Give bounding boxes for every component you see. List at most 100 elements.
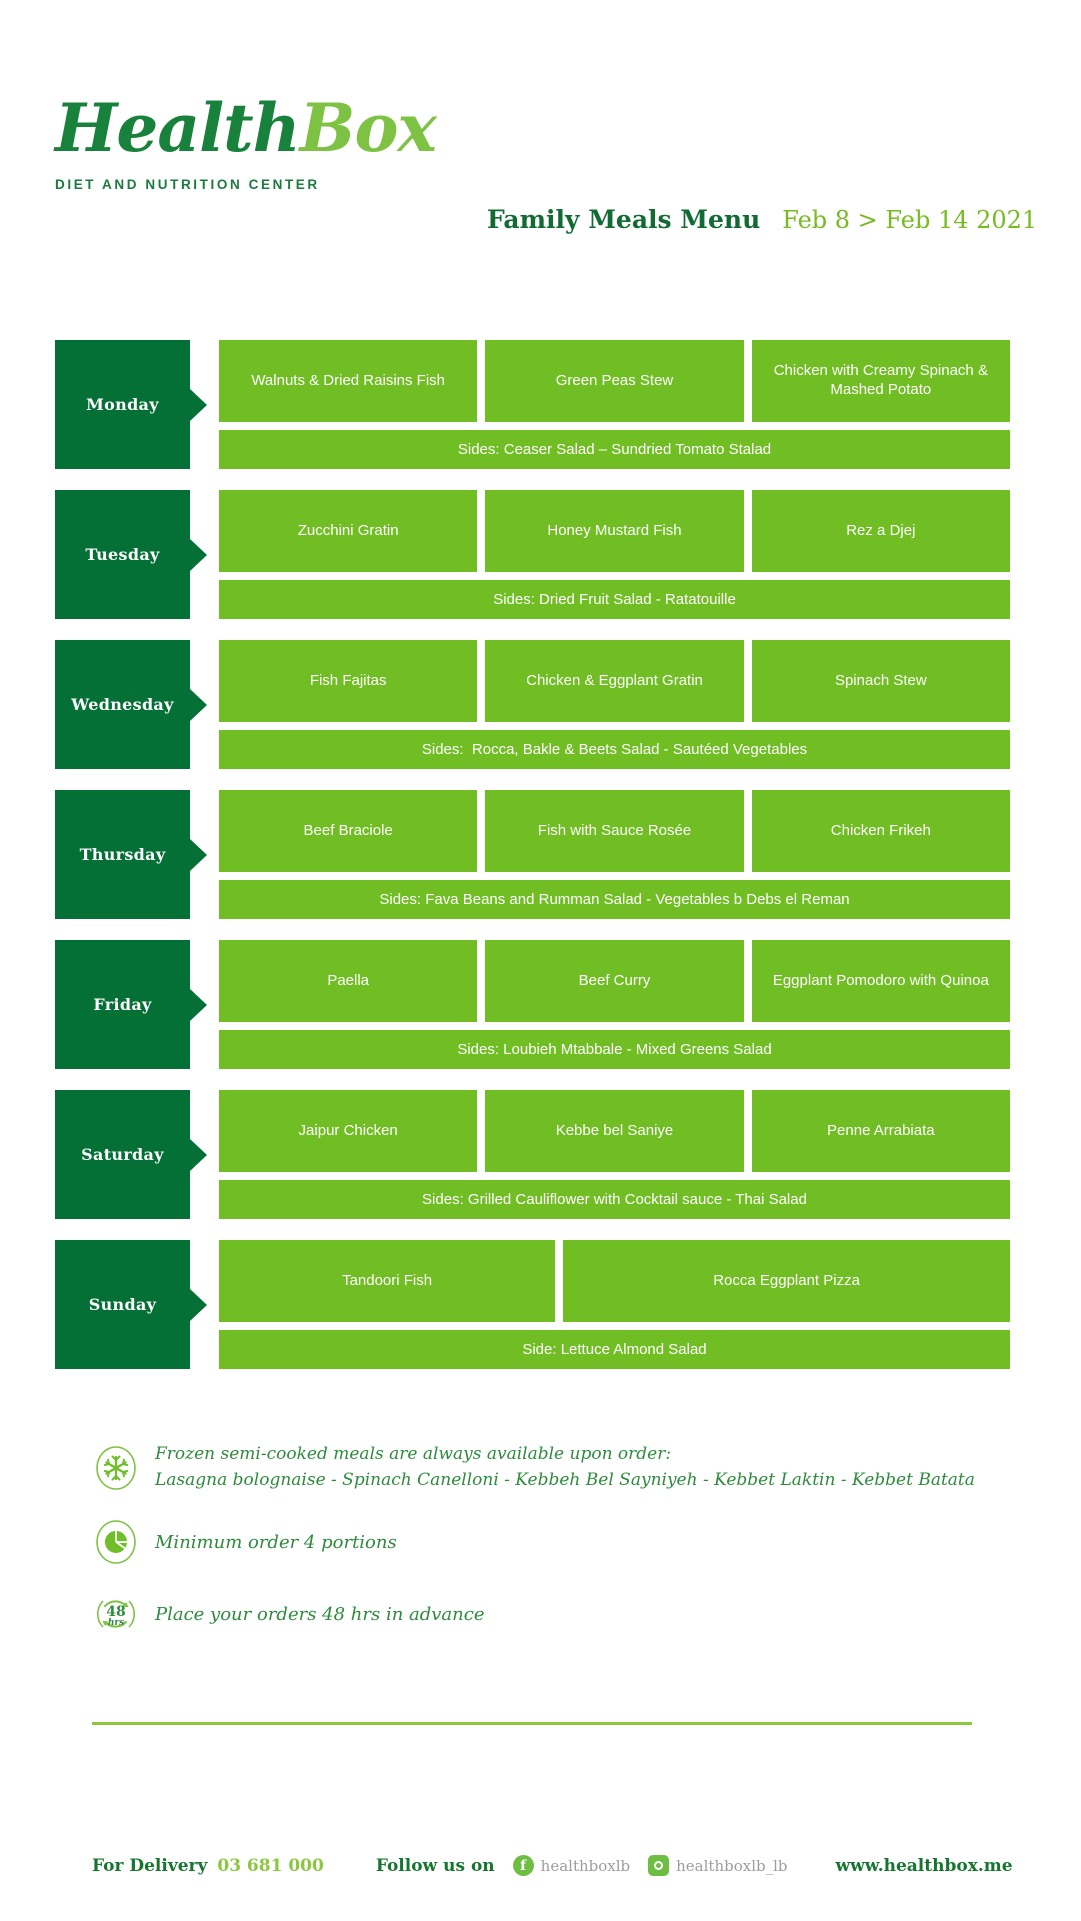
meal-card-list: Tandoori Fish Rocca Eggplant Pizza [219,1240,1010,1322]
facebook-link[interactable]: f healthboxlb [512,1855,631,1876]
day-label: Friday [93,995,152,1014]
meal-card[interactable]: Beef Braciole [219,790,478,872]
instagram-handle: healthboxlb_lb [676,1856,788,1875]
page-footer: For Delivery 03 681 000 Follow us on f h… [0,1855,1081,1876]
facebook-icon: f [512,1855,534,1876]
sides-bar[interactable]: Sides: Loubieh Mtabbale - Mixed Greens S… [219,1030,1010,1069]
sides-bar[interactable]: Sides: Ceaser Salad – Sundried Tomato St… [219,430,1010,469]
day-label: Saturday [81,1145,164,1164]
brand-tagline: DIET AND NUTRITION CENTER [55,177,320,192]
day-content-thursday: Beef Braciole Fish with Sauce Rosée Chic… [219,790,1010,919]
brand-logo: HealthBox DIET AND NUTRITION CENTER [55,95,437,192]
day-tab-saturday: Saturday [55,1090,190,1219]
meal-card-list: Walnuts & Dried Raisins Fish Green Peas … [219,340,1010,422]
meal-card[interactable]: Honey Mustard Fish [485,490,744,572]
meal-card[interactable]: Zucchini Gratin [219,490,478,572]
page-title: Family Meals Menu [487,205,761,234]
day-arrow-icon [190,1138,207,1171]
follow-us-label: Follow us on [375,1855,495,1876]
page-header: HealthBox DIET AND NUTRITION CENTER Fami… [0,0,1081,270]
sides-bar[interactable]: Side: Lettuce Almond Salad [219,1330,1010,1369]
note-text: Place your orders 48 hrs in advance [155,1603,485,1625]
day-row-monday: Monday Walnuts & Dried Raisins Fish Gree… [0,340,1081,469]
pie-chart-icon [95,1519,137,1565]
clock-48hrs-icon: 48 hrs [95,1591,137,1637]
sides-bar[interactable]: Sides: Fava Beans and Rumman Salad - Veg… [219,880,1010,919]
meal-card[interactable]: Jaipur Chicken [219,1090,478,1172]
day-content-monday: Walnuts & Dried Raisins Fish Green Peas … [219,340,1010,469]
meal-card[interactable]: Paella [219,940,478,1022]
meal-card[interactable]: Green Peas Stew [485,340,744,422]
delivery-phone-number[interactable]: 03 681 000 [217,1855,324,1876]
day-content-wednesday: Fish Fajitas Chicken & Eggplant Gratin S… [219,640,1010,769]
facebook-handle: healthboxlb [540,1856,631,1875]
day-content-saturday: Jaipur Chicken Kebbe bel Saniye Penne Ar… [219,1090,1010,1219]
day-tab-tuesday: Tuesday [55,490,190,619]
day-content-friday: Paella Beef Curry Eggplant Pomodoro with… [219,940,1010,1069]
instagram-icon [648,1855,670,1876]
day-label: Wednesday [71,695,174,714]
menu-title-block: Family Meals Menu Feb 8 > Feb 14 2021 [487,205,1037,234]
menu-date-range: Feb 8 > Feb 14 2021 [782,206,1038,234]
meal-card[interactable]: Chicken & Eggplant Gratin [485,640,744,722]
hours-number: 48 [106,1604,125,1620]
note-text: Frozen semi-cooked meals are always avai… [155,1444,975,1490]
note-48hrs-advance: 48 hrs Place your orders 48 hrs in advan… [0,1591,1081,1637]
day-arrow-icon [190,988,207,1021]
day-content-sunday: Tandoori Fish Rocca Eggplant Pizza Side:… [219,1240,1010,1369]
day-arrow-icon [190,388,207,421]
website-link[interactable]: www.healthbox.me [835,1855,1013,1876]
day-tab-monday: Monday [55,340,190,469]
meal-card[interactable]: Walnuts & Dried Raisins Fish [219,340,478,422]
meal-card[interactable]: Beef Curry [485,940,744,1022]
meal-card-list: Paella Beef Curry Eggplant Pomodoro with… [219,940,1010,1022]
day-label: Tuesday [85,545,160,564]
hours-unit: hrs [108,1618,124,1628]
day-arrow-icon [190,538,207,571]
day-tab-thursday: Thursday [55,790,190,919]
meal-card[interactable]: Tandoori Fish [219,1240,556,1322]
logo-wordmark: HealthBox [55,95,437,161]
day-tab-wednesday: Wednesday [55,640,190,769]
day-row-friday: Friday Paella Beef Curry Eggplant Pomodo… [0,940,1081,1069]
meal-card[interactable]: Kebbe bel Saniye [485,1090,744,1172]
meal-card-list: Beef Braciole Fish with Sauce Rosée Chic… [219,790,1010,872]
day-row-thursday: Thursday Beef Braciole Fish with Sauce R… [0,790,1081,919]
day-label: Thursday [79,845,166,864]
note-minimum-order: Minimum order 4 portions [0,1519,1081,1565]
day-content-tuesday: Zucchini Gratin Honey Mustard Fish Rez a… [219,490,1010,619]
meal-card[interactable]: Penne Arrabiata [751,1090,1010,1172]
logo-health-text: Health [55,89,301,167]
day-arrow-icon [190,688,207,721]
day-arrow-icon [190,838,207,871]
sides-bar[interactable]: Sides: Grilled Cauliflower with Cocktail… [219,1180,1010,1219]
instagram-link[interactable]: healthboxlb_lb [648,1855,788,1876]
day-row-tuesday: Tuesday Zucchini Gratin Honey Mustard Fi… [0,490,1081,619]
meal-card[interactable]: Eggplant Pomodoro with Quinoa [751,940,1010,1022]
day-arrow-icon [190,1288,207,1321]
day-row-saturday: Saturday Jaipur Chicken Kebbe bel Saniye… [0,1090,1081,1219]
day-label: Monday [86,395,159,414]
meal-card[interactable]: Fish with Sauce Rosée [485,790,744,872]
meal-card-list: Zucchini Gratin Honey Mustard Fish Rez a… [219,490,1010,572]
meal-card[interactable]: Spinach Stew [751,640,1010,722]
snowflake-icon [95,1445,137,1491]
meal-card[interactable]: Chicken with Creamy Spinach & Mashed Pot… [751,340,1010,422]
meal-card[interactable]: Chicken Frikeh [751,790,1010,872]
meal-card[interactable]: Rez a Djej [751,490,1010,572]
day-row-sunday: Sunday Tandoori Fish Rocca Eggplant Pizz… [0,1240,1081,1369]
delivery-label: For Delivery [92,1855,208,1876]
day-tab-friday: Friday [55,940,190,1069]
meal-card-list: Fish Fajitas Chicken & Eggplant Gratin S… [219,640,1010,722]
meal-card[interactable]: Fish Fajitas [219,640,478,722]
day-row-wednesday: Wednesday Fish Fajitas Chicken & Eggplan… [0,640,1081,769]
meal-card[interactable]: Rocca Eggplant Pizza [563,1240,1010,1322]
note-frozen-meals: Frozen semi-cooked meals are always avai… [0,1442,1081,1493]
day-label: Sunday [88,1295,157,1314]
sides-bar[interactable]: Sides: Dried Fruit Salad - Ratatouille [219,580,1010,619]
sides-bar[interactable]: Sides: Rocca, Bakle & Beets Salad - Saut… [219,730,1010,769]
day-tab-sunday: Sunday [55,1240,190,1369]
note-text: Minimum order 4 portions [155,1531,397,1553]
notes-section: Frozen semi-cooked meals are always avai… [0,1442,1081,1663]
footer-divider [92,1722,972,1725]
